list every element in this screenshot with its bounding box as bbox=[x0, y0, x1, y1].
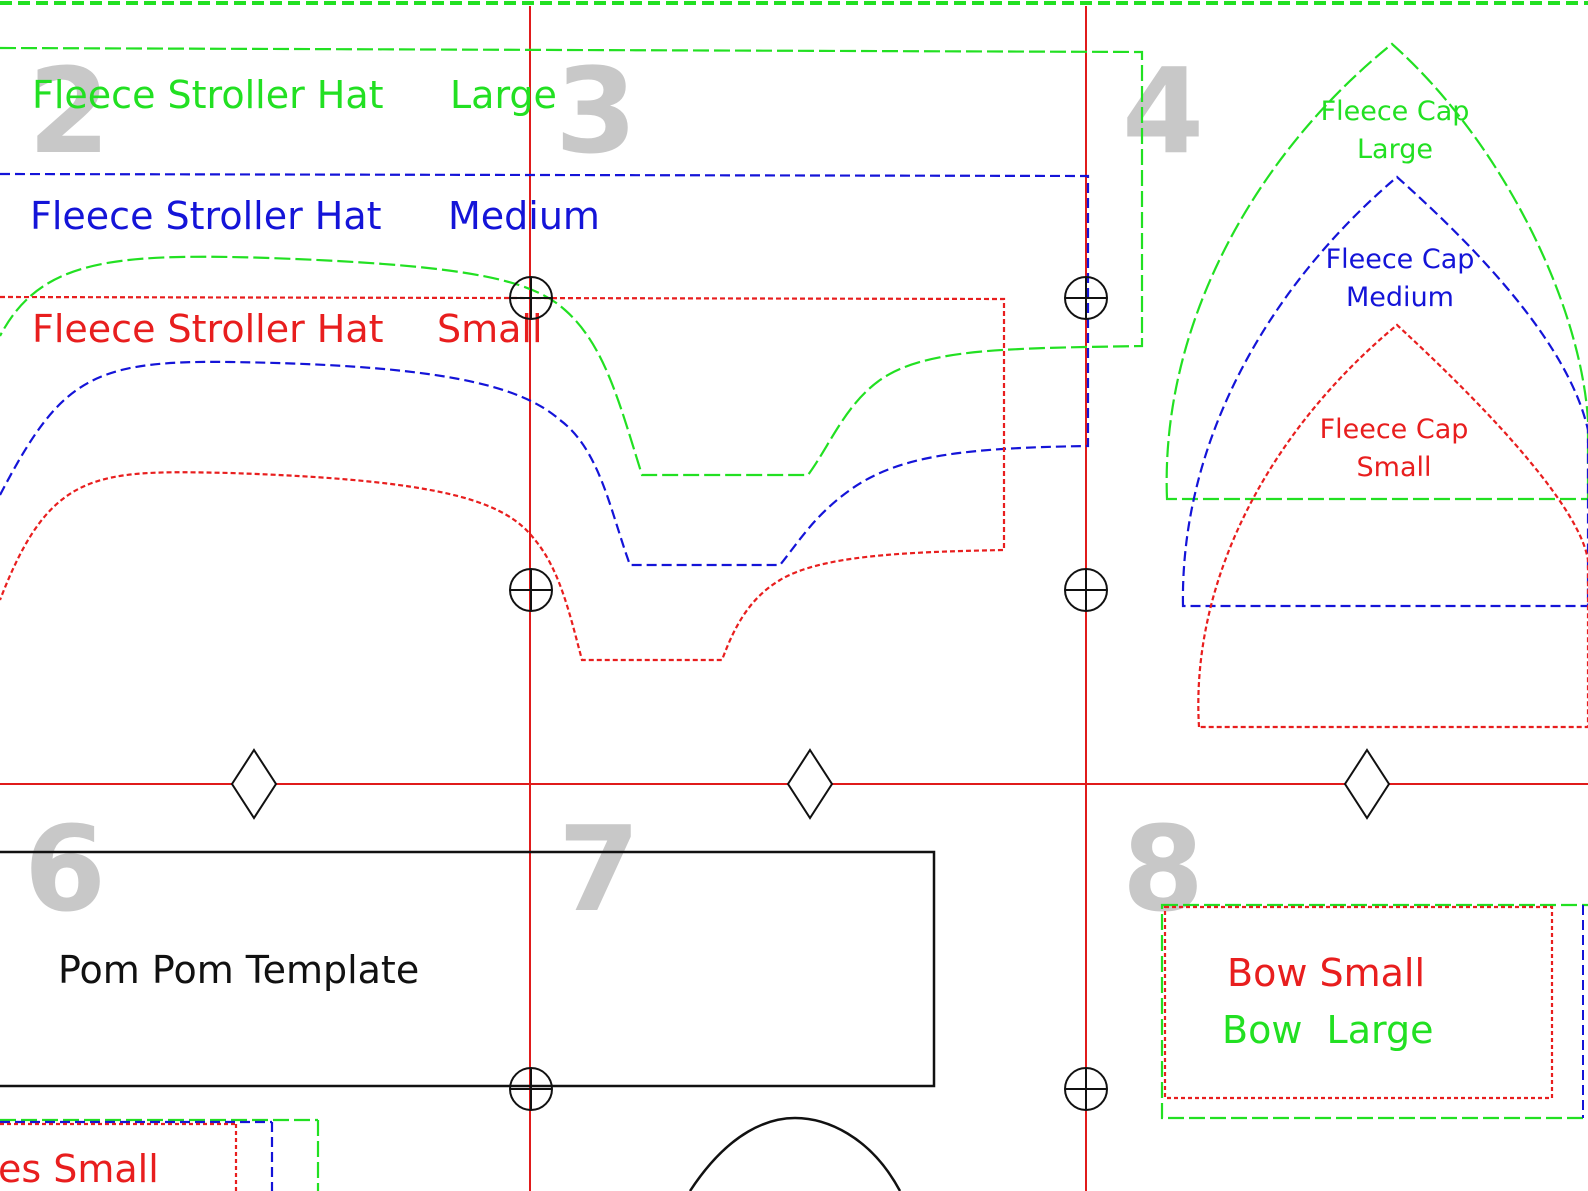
bottom-left-partial-shapes: es Small bbox=[0, 1118, 320, 1191]
fleece-cap-large-outline bbox=[1165, 42, 1588, 501]
fleece-cap-medium-size: Medium bbox=[1346, 282, 1454, 313]
bottom-arc-shape bbox=[688, 1116, 902, 1191]
alignment-marks bbox=[230, 748, 1391, 820]
alignment-diamond-icon bbox=[786, 748, 834, 820]
stroller-hat-medium-name: Fleece Stroller Hat bbox=[30, 194, 382, 238]
stroller-hat-small-outline bbox=[0, 295, 1006, 662]
registration-crosshair-icon bbox=[509, 1067, 553, 1111]
stroller-hat-small-name: Fleece Stroller Hat bbox=[32, 307, 384, 351]
page-number-4: 4 bbox=[1122, 42, 1204, 180]
page-number-7: 7 bbox=[558, 800, 640, 938]
alignment-diamond-icon bbox=[230, 748, 278, 820]
registration-crosshair-icon bbox=[1064, 568, 1108, 612]
page-number-2: 2 bbox=[28, 42, 110, 180]
stroller-hat-medium-size: Medium bbox=[448, 194, 600, 238]
alignment-diamond-icon bbox=[1343, 748, 1391, 820]
partial-shape-label: es Small bbox=[0, 1147, 159, 1191]
bow-small-label: Bow Small bbox=[1227, 951, 1425, 995]
stroller-hat-small-size: Small bbox=[437, 307, 543, 351]
fleece-cap-small-size: Small bbox=[1357, 452, 1432, 483]
registration-crosshair-icon bbox=[509, 568, 553, 612]
pom-pom-template-label: Pom Pom Template bbox=[58, 948, 419, 992]
stroller-hat-large-outline bbox=[0, 46, 1144, 477]
registration-crosshair-icon bbox=[1064, 276, 1108, 320]
registration-crosshair-icon bbox=[509, 276, 553, 320]
stroller-hat-large-name: Fleece Stroller Hat bbox=[32, 73, 384, 117]
bow-large-outline bbox=[1160, 903, 1588, 1120]
registration-marks bbox=[509, 276, 1108, 1111]
bow-large-label: Bow Large bbox=[1222, 1008, 1433, 1052]
fleece-cap-medium-name: Fleece Cap bbox=[1326, 244, 1475, 275]
fleece-cap-large-name: Fleece Cap bbox=[1321, 96, 1470, 127]
fleece-cap-medium-outline bbox=[1181, 175, 1588, 608]
fleece-cap-small-name: Fleece Cap bbox=[1320, 414, 1469, 445]
stroller-hat-medium-outline bbox=[0, 172, 1090, 567]
page-number-6: 6 bbox=[24, 800, 106, 938]
registration-crosshair-icon bbox=[1064, 1067, 1108, 1111]
page-numbers: 2 3 4 6 7 8 bbox=[24, 42, 1204, 938]
page-number-3: 3 bbox=[555, 42, 637, 180]
stroller-hat-large-size: Large bbox=[450, 73, 557, 117]
bow-small-outline bbox=[1163, 905, 1554, 1100]
fleece-cap-small-outline bbox=[1197, 323, 1588, 729]
fleece-cap-large-size: Large bbox=[1357, 134, 1433, 165]
pom-pom-template-rect bbox=[0, 850, 936, 1088]
